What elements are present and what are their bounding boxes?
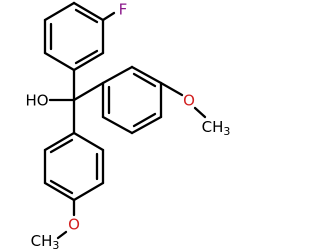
bond xyxy=(72,131,105,152)
fluorine-label: F xyxy=(119,1,128,19)
bond-to-methyl xyxy=(56,230,68,240)
bond xyxy=(101,115,134,135)
bond-to-fluorine xyxy=(101,11,116,22)
double-bond xyxy=(74,8,99,24)
double-bond xyxy=(49,179,74,195)
bond xyxy=(43,181,76,202)
methoxyphenyl-ring-bottom xyxy=(43,131,105,240)
bond xyxy=(101,65,134,85)
bond xyxy=(130,115,163,135)
double-bond xyxy=(74,49,99,65)
methoxyphenyl-ring-right xyxy=(101,65,207,135)
bond xyxy=(72,81,105,102)
double-bond xyxy=(132,112,157,128)
structure-canvas: F HO O CH3 O CH3 xyxy=(25,0,231,250)
bond xyxy=(72,1,105,22)
molecule-structure: F HO O CH3 O CH3 xyxy=(25,1,231,250)
central-carbon xyxy=(48,68,105,135)
double-bond xyxy=(132,72,157,88)
bond-to-oxygen xyxy=(159,81,184,97)
oxygen-right-label: O xyxy=(183,92,195,110)
hydroxyl-label: HO xyxy=(25,92,48,110)
bond-to-methyl xyxy=(193,106,207,119)
double-bond xyxy=(49,138,74,154)
bond xyxy=(43,51,76,72)
bond xyxy=(72,51,105,72)
bond xyxy=(72,181,105,202)
methyl-bottom-label: CH3 xyxy=(31,232,60,250)
bond xyxy=(130,65,163,85)
fluorophenyl-ring xyxy=(43,1,116,72)
methyl-right-label: CH3 xyxy=(202,118,231,139)
bond xyxy=(43,131,76,152)
oxygen-bottom-label: O xyxy=(68,216,80,234)
bond xyxy=(43,1,76,22)
